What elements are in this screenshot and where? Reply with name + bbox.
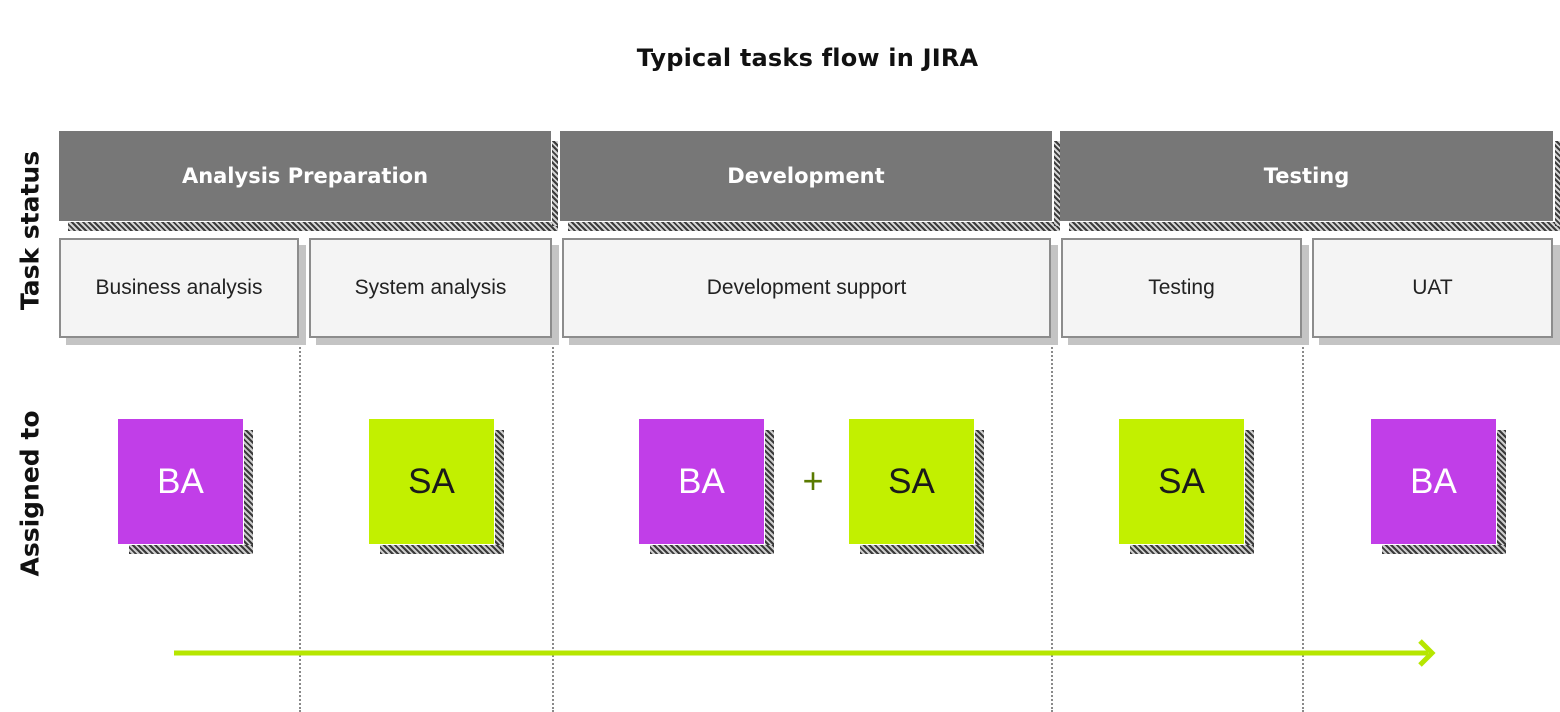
role-shadow [1245,430,1254,554]
column-separator [1051,340,1053,712]
assignee-ba-badge: BA [118,419,243,544]
phase-development: Development [560,131,1052,221]
phase-testing: Testing [1060,131,1553,221]
row-label-assigned-to: Assigned to [15,410,45,577]
phase-shadow [1555,141,1560,226]
row-label-task-status: Task status [15,150,45,311]
role-shadow [765,430,774,554]
status-development-support: Development support [562,238,1051,338]
assignee-sa-badge: SA [1119,419,1244,544]
phase-shadow [568,222,1060,231]
role-shadow [975,430,984,554]
role-shadow [380,545,504,554]
column-separator [299,340,301,712]
plus-sign: + [802,460,824,501]
assignee-ba-badge: BA [1371,419,1496,544]
phase-shadow [68,222,558,231]
diagram-title: Typical tasks flow in JIRA [636,44,979,72]
role-shadow [1130,545,1254,554]
phase-analysis-preparation: Analysis Preparation [59,131,551,221]
role-shadow [650,545,774,554]
status-system-analysis: System analysis [309,238,552,338]
role-shadow [129,545,253,554]
flow-arrow-head [1418,639,1436,667]
phase-shadow [1054,141,1060,226]
assignee-ba-badge: BA [639,419,764,544]
assignee-sa-badge: SA [849,419,974,544]
column-separator [552,340,554,712]
column-separator [1302,340,1304,712]
phase-shadow [1069,222,1560,231]
status-testing: Testing [1061,238,1302,338]
role-shadow [495,430,504,554]
role-shadow [860,545,984,554]
role-shadow [1497,430,1506,554]
status-uat: UAT [1312,238,1553,338]
status-business-analysis: Business analysis [59,238,299,338]
role-shadow [1382,545,1506,554]
assignee-sa-badge: SA [369,419,494,544]
phase-shadow [552,141,558,226]
role-shadow [244,430,253,554]
